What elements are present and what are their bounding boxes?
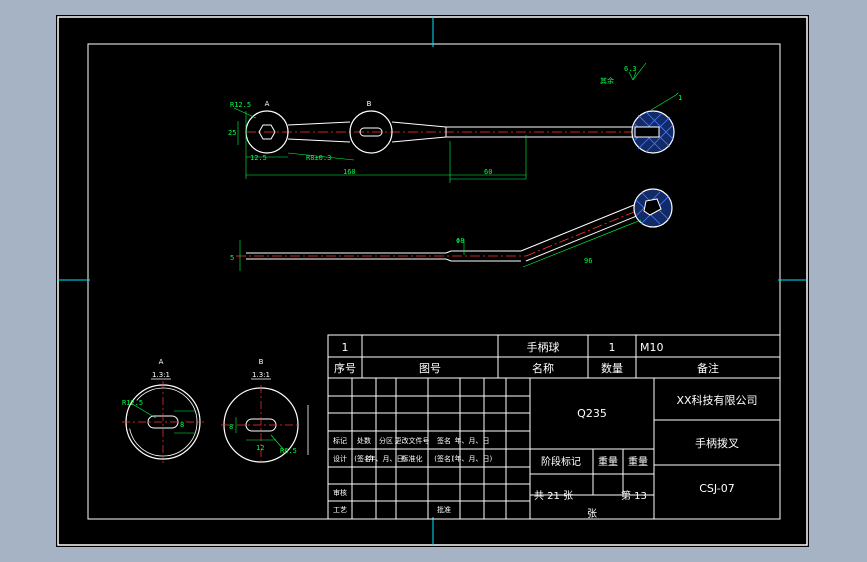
dim-len-total: 160 — [343, 168, 356, 176]
tb-standardize: 标准化 — [402, 454, 423, 463]
dim-r-a: R12.5 — [230, 101, 251, 109]
tb-signed: (签名) — [354, 454, 374, 463]
tb-drawing-title: 手柄拨叉 — [695, 436, 739, 450]
centering-marks — [58, 17, 807, 545]
tb-date: 年、月、日 — [455, 436, 490, 445]
tb-material: Q235 — [577, 407, 607, 420]
dim-h-left: 25 — [228, 129, 236, 137]
section-a-scale: 1.3:1 — [152, 371, 170, 379]
tb-scale: 重量 — [628, 455, 648, 468]
drawing-sheet: A B R12.5 25 12.5 R8±0.3 160 60 其余 6.3 1 — [56, 15, 809, 547]
header-quantity: 数量 — [601, 362, 623, 375]
tb-signed2: (签名) — [434, 454, 454, 463]
section-b-view: B 1.3:1 8 12 R6.5 — [221, 358, 309, 465]
header-drawing-no: 图号 — [419, 362, 441, 375]
tb-sheet-no: 第 13 — [621, 489, 647, 502]
tb-sheet-total: 共 21 张 — [534, 490, 573, 502]
dim-sec-b-w: 12 — [256, 444, 264, 452]
section-a-label: A — [159, 358, 164, 366]
cad-drawing: A B R12.5 25 12.5 R8±0.3 160 60 其余 6.3 1 — [57, 16, 808, 546]
dim-w-left: 12.5 — [250, 154, 267, 162]
tb-change-doc: 更改文件号 — [395, 436, 430, 445]
dim-slant: 96 — [584, 257, 592, 265]
tb-stage-mark: 阶段标记 — [541, 455, 581, 468]
view-a-label: A — [265, 100, 270, 108]
dim-len-rod: 60 — [484, 168, 492, 176]
dim-sec-b-r: R6.5 — [280, 447, 297, 455]
parts-material: M10 — [640, 341, 664, 354]
title-block — [327, 377, 781, 520]
section-b-scale: 1.3:1 — [252, 371, 270, 379]
dim-sec-a-w: 8 — [180, 421, 184, 429]
parts-name: 手柄球 — [527, 340, 560, 354]
tb-date2: (年、月、日) — [366, 454, 407, 463]
dim-vertical: 5 — [230, 254, 234, 262]
tb-signature: 签名 — [437, 436, 451, 445]
header-remarks: 备注 — [697, 361, 719, 375]
section-a-view: A 1.3:1 R12.5 8 — [122, 358, 204, 463]
tb-design: 设计 — [333, 454, 347, 463]
view-b-label: B — [367, 100, 372, 108]
dim-top-d: Φ8 — [456, 237, 464, 245]
dim-sec-a-r: R12.5 — [122, 399, 143, 407]
section-b-label: B — [259, 358, 264, 366]
tb-count: 处数 — [357, 436, 371, 445]
dim-sec-b-h: 8 — [229, 423, 233, 431]
outer-border — [57, 16, 808, 546]
tb-process: 工艺 — [333, 506, 347, 514]
header-name: 名称 — [532, 361, 554, 375]
front-view: A B R12.5 25 12.5 R8±0.3 160 60 其余 6.3 1 — [228, 62, 682, 183]
tb-sheet-unit: 张 — [587, 508, 597, 520]
tb-date3: (年、月、日) — [452, 454, 493, 463]
tb-drawing-code: CSJ-07 — [699, 482, 734, 495]
roughness-note: 其余 — [600, 76, 614, 85]
balloon-number: 1 — [678, 94, 682, 102]
tb-company: XX科技有限公司 — [676, 393, 757, 407]
parts-quantity: 1 — [609, 341, 616, 354]
roughness-value: 6.3 — [624, 65, 637, 73]
inner-frame — [87, 43, 781, 520]
tb-review: 审核 — [333, 488, 347, 497]
top-view: 5 Φ8 96 — [230, 188, 673, 271]
tb-approve: 批准 — [437, 505, 451, 514]
tb-zone: 分区 — [379, 436, 393, 445]
tb-weight: 重量 — [598, 455, 618, 468]
dim-slot: R8±0.3 — [306, 154, 331, 162]
tb-mark: 标记 — [333, 436, 347, 445]
parts-index: 1 — [342, 341, 349, 354]
header-index: 序号 — [334, 361, 356, 375]
